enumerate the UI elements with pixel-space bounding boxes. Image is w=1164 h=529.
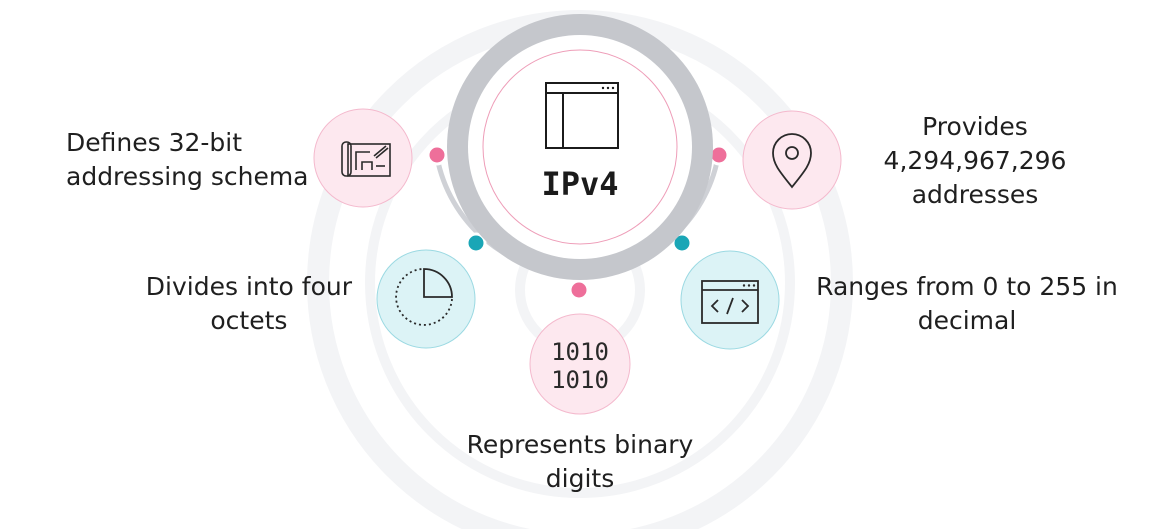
feature-label-addressing: Defines 32-bit addressing schema [66, 128, 309, 191]
location-pin-icon [772, 133, 812, 189]
central-hub [447, 14, 713, 280]
code-window-icon [701, 280, 759, 324]
binary-digits-icon-row2: 1010 [551, 366, 609, 394]
connector-dots [426, 144, 730, 301]
feature-label-binary: Represents binary digits [466, 430, 694, 493]
connector-dot-pink-left [426, 144, 448, 166]
connector-dot-pink-bottom [568, 279, 590, 301]
feature-bubble-decimal-range [680, 250, 780, 350]
feature-bubble-addresses [742, 110, 842, 210]
feature-label-octets: Divides into four octets [145, 272, 352, 335]
pie-segment-icon [395, 268, 453, 326]
connector-dot-teal-right [671, 232, 693, 254]
feature-bubble-addressing [313, 108, 413, 208]
binary-digits-icon: 1010 [551, 338, 609, 366]
feature-label-decimal-range: Ranges from 0 to 255 in decimal [816, 272, 1118, 335]
connector-dot-teal-left [465, 232, 487, 254]
feature-bubble-binary: 1010 1010 [529, 313, 631, 415]
feature-bubble-octets [376, 249, 476, 349]
feature-label-addresses: Provides 4,294,967,296 addresses [883, 112, 1067, 209]
hub-title: IPv4 [541, 165, 619, 203]
blueprint-icon [341, 141, 391, 177]
window-layout-icon [545, 82, 619, 149]
